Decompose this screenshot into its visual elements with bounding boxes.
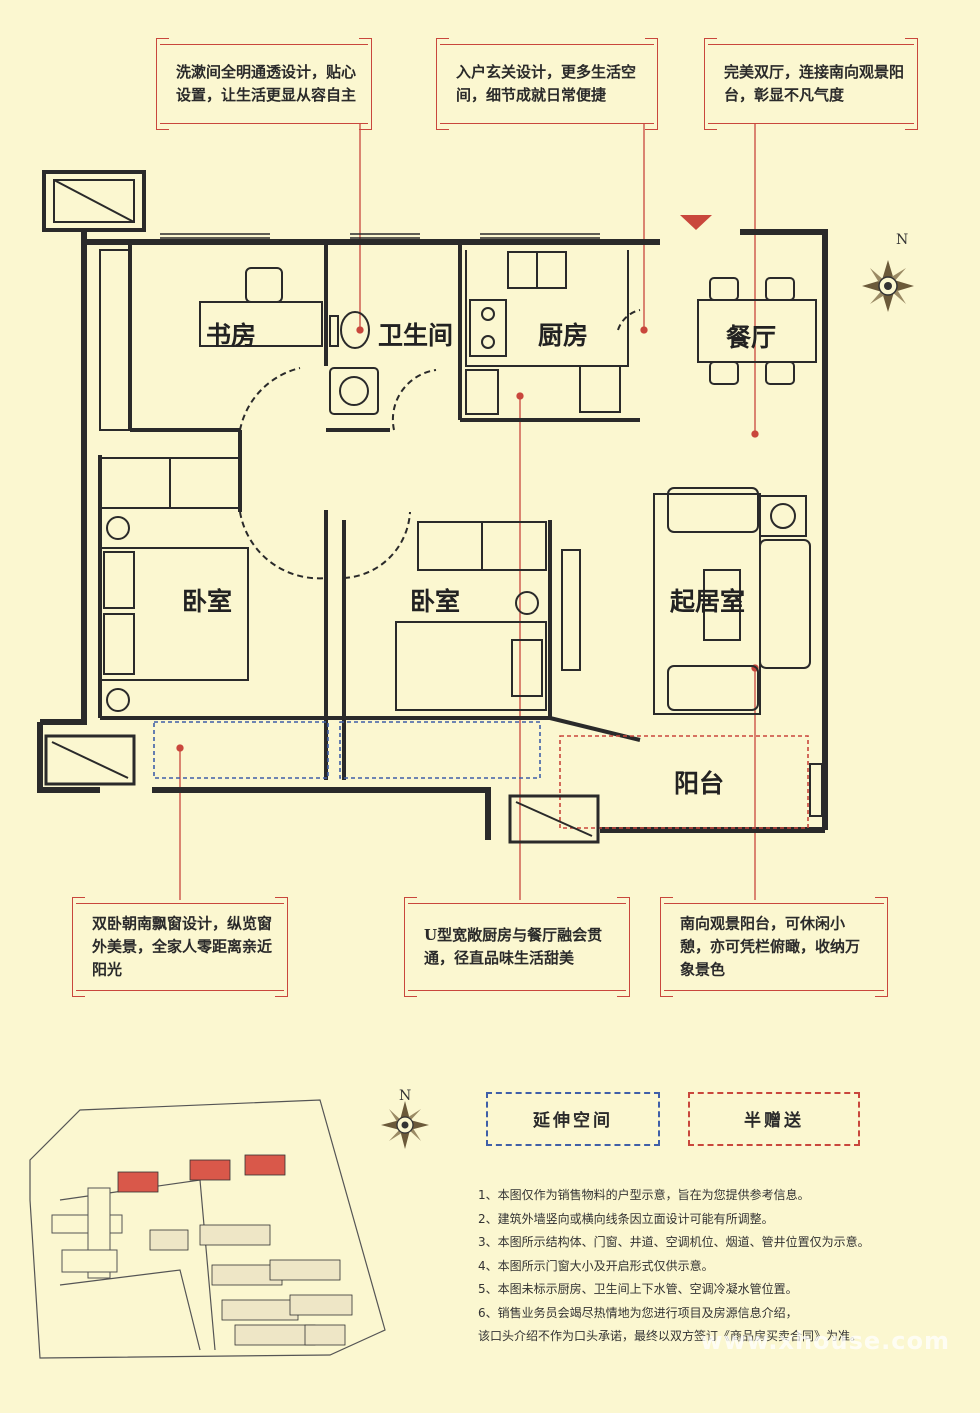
leader-lines — [176, 124, 759, 900]
floor-plan — [37, 124, 914, 900]
compass-rose-icon — [862, 260, 914, 312]
room-label-bedroom-mid: 卧室 — [410, 587, 461, 616]
callout-kitchen-text: U型宽敞厨房与餐厅融会贯通，径直品味生活甜美 — [424, 926, 603, 967]
callout-balcony: 南向观景阳台，可休闲小憩，亦可凭栏俯瞰，收纳万象景色 — [660, 897, 888, 997]
legend-extension-space: 延伸空间 — [486, 1092, 660, 1146]
room-label-living: 起居室 — [670, 587, 746, 616]
site-plan-map — [29, 1099, 429, 1359]
disclaimer-notes: 1、本图仅作为销售物料的户型示意，旨在为您提供参考信息。 2、建筑外墙竖向或横向… — [478, 1184, 870, 1349]
note-line: 5、本图未标示厨房、卫生间上下水管、空调冷凝水管位置。 — [478, 1282, 798, 1296]
room-label-study: 书房 — [206, 321, 257, 350]
callout-bay-window: 双卧朝南飘窗设计，纵览窗外美景，全家人零距离亲近阳光 — [72, 897, 288, 997]
callout-living-balcony: 完美双厅，连接南向观景阳台，彰显不凡气度 — [704, 38, 918, 130]
note-line: 3、本图所示结构体、门窗、井道、空调机位、烟道、管井位置仅为示意。 — [478, 1235, 870, 1249]
legend-half-gift: 半赠送 — [688, 1092, 860, 1146]
callout-bathroom-text: 洗漱间全明通透设计，贴心设置，让生活更显从容自主 — [176, 63, 357, 104]
site-compass-north-letter: N — [399, 1088, 412, 1104]
room-label-bathroom: 卫生间 — [378, 321, 454, 350]
room-label-balcony: 阳台 — [674, 769, 725, 798]
note-line: 1、本图仅作为销售物料的户型示意，旨在为您提供参考信息。 — [478, 1188, 810, 1202]
site-compass-icon — [381, 1101, 429, 1149]
note-line: 该口头介绍不作为口头承诺，最终以双方签订《商品房买卖合同》为准。 — [478, 1329, 863, 1343]
note-line: 6、销售业务员会竭尽热情地为您进行项目及房源信息介绍， — [478, 1305, 798, 1320]
watermark: www.xhouse.com — [700, 1327, 950, 1355]
room-label-kitchen: 厨房 — [538, 321, 589, 350]
callout-kitchen: U型宽敞厨房与餐厅融会贯通，径直品味生活甜美 — [404, 897, 630, 997]
room-label-bedroom-left: 卧室 — [182, 587, 233, 616]
callout-living-balcony-text: 完美双厅，连接南向观景阳台，彰显不凡气度 — [724, 63, 905, 104]
legend-extension-label: 延伸空间 — [533, 1111, 613, 1131]
compass-north-letter: N — [896, 232, 909, 248]
note-line: 2、建筑外墙竖向或横向线条因立面设计可能有所调整。 — [478, 1211, 774, 1226]
room-label-dining: 餐厅 — [726, 323, 777, 352]
callout-bathroom: 洗漱间全明通透设计，贴心设置，让生活更显从容自主 — [156, 38, 372, 130]
callout-entrance-text: 入户玄关设计，更多生活空间，细节成就日常便捷 — [456, 63, 637, 104]
callout-balcony-text: 南向观景阳台，可休闲小憩，亦可凭栏俯瞰，收纳万象景色 — [680, 914, 861, 979]
legend-half-gift-label: 半赠送 — [744, 1111, 804, 1131]
callout-entrance: 入户玄关设计，更多生活空间，细节成就日常便捷 — [436, 38, 658, 130]
callout-bay-window-text: 双卧朝南飘窗设计，纵览窗外美景，全家人零距离亲近阳光 — [92, 914, 273, 979]
note-line: 4、本图所示门窗大小及开启形式仅供示意。 — [478, 1258, 714, 1273]
